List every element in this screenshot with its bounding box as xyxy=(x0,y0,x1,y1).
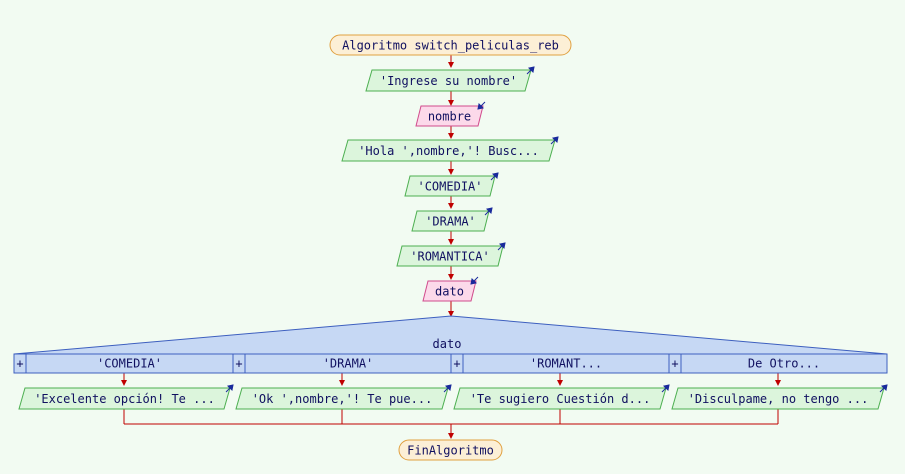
expand-case-button[interactable] xyxy=(232,353,246,374)
output-arrow-icon xyxy=(661,384,670,393)
start-terminal-label: Algoritmo switch_peliculas_reb xyxy=(342,39,559,53)
output-drama[interactable]: 'DRAMA' xyxy=(411,207,493,232)
expand-case-button[interactable] xyxy=(13,353,27,374)
case-output-label: 'Te sugiero Cuestión d... xyxy=(470,392,651,406)
output-ingrese-nombre[interactable]: 'Ingrese su nombre' xyxy=(365,66,535,92)
end-terminal[interactable]: FinAlgoritmo xyxy=(398,439,503,461)
switch-case-comedia[interactable]: + 'COMEDIA' xyxy=(13,353,234,374)
output-hola-nombre-label: 'Hola ',nombre,'! Busc... xyxy=(358,144,539,158)
plus-icon: + xyxy=(16,357,23,371)
output-drama-label: 'DRAMA' xyxy=(425,215,476,229)
case-output-label: 'Ok ',nombre,'! Te pue... xyxy=(252,392,433,406)
plus-icon: + xyxy=(671,357,678,371)
plus-icon: + xyxy=(235,357,242,371)
output-arrow-icon xyxy=(443,384,452,393)
flow-lines xyxy=(121,55,781,439)
case-output-label: 'Disculpame, no tengo ... xyxy=(688,392,869,406)
case-label: 'DRAMA' xyxy=(323,357,374,371)
output-arrow-icon xyxy=(497,242,506,251)
switch-case-drama[interactable]: + 'DRAMA' xyxy=(232,353,452,374)
input-dato-label: dato xyxy=(435,285,464,299)
input-nombre-label: nombre xyxy=(428,110,471,124)
expand-case-button[interactable] xyxy=(450,353,464,374)
case-output-comedia[interactable]: 'Excelente opción! Te ... xyxy=(18,384,234,410)
output-hola-nombre[interactable]: 'Hola ',nombre,'! Busc... xyxy=(341,136,559,162)
output-comedia-label: 'COMEDIA' xyxy=(417,180,482,194)
case-output-drama[interactable]: 'Ok ',nombre,'! Te pue... xyxy=(235,384,452,410)
switch-case-romantica[interactable]: + 'ROMANT... xyxy=(450,353,670,374)
input-arrow-icon xyxy=(477,101,486,110)
output-arrow-icon xyxy=(490,172,499,181)
start-terminal[interactable]: Algoritmo switch_peliculas_reb xyxy=(329,34,572,56)
case-output-romantica[interactable]: 'Te sugiero Cuestión d... xyxy=(453,384,670,410)
switch-case-default[interactable]: + De Otro... xyxy=(668,353,888,374)
output-arrow-icon xyxy=(879,384,888,393)
case-label: 'COMEDIA' xyxy=(97,357,162,371)
output-comedia[interactable]: 'COMEDIA' xyxy=(404,172,499,197)
output-arrow-icon xyxy=(526,66,535,75)
output-romantica-label: 'ROMANTICA' xyxy=(410,250,489,264)
input-nombre[interactable]: nombre xyxy=(415,101,486,127)
switch-block[interactable]: dato + 'COMEDIA' + 'DRAMA' + 'ROMANT... … xyxy=(13,315,888,374)
output-arrow-icon xyxy=(550,136,559,145)
case-output-default[interactable]: 'Disculpame, no tengo ... xyxy=(671,384,888,410)
input-arrow-icon xyxy=(470,276,479,285)
output-arrow-icon xyxy=(225,384,234,393)
case-label: 'ROMANT... xyxy=(530,357,602,371)
case-label: De Otro... xyxy=(748,357,820,371)
input-dato[interactable]: dato xyxy=(422,276,479,302)
output-arrow-icon xyxy=(484,207,493,216)
output-ingrese-nombre-label: 'Ingrese su nombre' xyxy=(380,74,517,88)
plus-icon: + xyxy=(453,357,460,371)
expand-case-button[interactable] xyxy=(668,353,682,374)
output-romantica[interactable]: 'ROMANTICA' xyxy=(396,242,506,267)
switch-variable-label: dato xyxy=(433,337,462,351)
case-output-label: 'Excelente opción! Te ... xyxy=(34,392,215,406)
end-terminal-label: FinAlgoritmo xyxy=(407,444,494,458)
